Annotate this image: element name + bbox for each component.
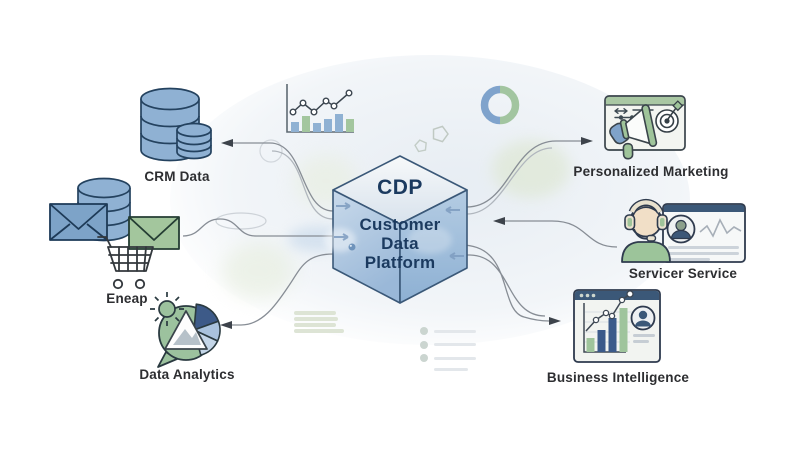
label-eneap: Eneap	[106, 291, 148, 306]
pentagon-icon	[414, 125, 449, 153]
cube-name: Customer Data Platform	[335, 215, 465, 272]
mini-chart-markers	[289, 89, 353, 116]
text-lines	[668, 246, 739, 261]
mini-bar-chart-icon	[286, 84, 354, 133]
label-servicer-service: Servicer Service	[628, 266, 738, 281]
marketing-window-icon	[604, 95, 686, 160]
window-dots	[579, 293, 596, 298]
cube-acronym: CDP	[377, 176, 423, 199]
label-data-analytics: Data Analytics	[139, 367, 235, 382]
cube-name-line1: Customer	[359, 215, 441, 234]
placeholder-bullet-list	[420, 327, 476, 371]
bi-window-icon	[573, 289, 661, 363]
headset-icon	[630, 200, 662, 213]
trend-markers	[592, 290, 634, 324]
label-personalized-marketing: Personalized Marketing	[573, 164, 729, 179]
connectors	[182, 137, 618, 329]
mountain-glyph	[173, 329, 201, 345]
cube-name-line3: Platform	[364, 253, 436, 272]
avatar-icon	[630, 305, 656, 331]
email-icon	[49, 203, 108, 241]
window-title-bar	[605, 96, 685, 105]
connector-into-cube	[458, 254, 546, 317]
email-icon-green	[128, 216, 180, 250]
service-cluster	[621, 198, 746, 263]
eneap-cluster	[49, 177, 180, 290]
connector-from-eneap	[182, 218, 333, 237]
avatar-icon	[666, 214, 696, 244]
connector-from-service	[505, 220, 618, 248]
support-agent-icon	[621, 198, 671, 263]
mini-chart-bars	[291, 114, 354, 132]
crm-database-icon	[140, 87, 212, 162]
sun-icon	[150, 292, 184, 326]
connector-echo	[271, 150, 334, 220]
line-chart-glyph	[699, 218, 742, 238]
connector-to-crm	[233, 142, 334, 212]
bar-chart-icon	[586, 308, 628, 352]
window-title-bar	[663, 204, 745, 212]
connector-to-analytics	[232, 253, 334, 326]
label-business-intelligence: Business Intelligence	[546, 370, 690, 385]
arrowhead-left-analytics	[220, 321, 232, 329]
background-blob-green	[222, 243, 294, 299]
agent-window-icon	[662, 203, 746, 263]
arrowhead-left-service	[493, 217, 505, 225]
connector-to-bi	[460, 244, 550, 322]
arrowhead-right-bi	[549, 317, 561, 325]
analytics-pie-speech-icon	[150, 292, 221, 368]
cube-inner-arrows	[334, 202, 464, 260]
label-crm-data: CRM Data	[144, 169, 210, 184]
placeholder-paragraph-lines	[294, 311, 344, 335]
arrowhead-right-marketing	[581, 137, 593, 145]
window-title-bar	[574, 290, 660, 300]
arrowhead-left-crm	[221, 139, 233, 147]
progress-ring-icon	[480, 85, 520, 125]
target-icon	[655, 100, 684, 133]
decorative-shapes	[215, 125, 449, 230]
database-icon-small	[176, 122, 212, 160]
cube-name-line2: Data	[381, 234, 419, 253]
connector-to-marketing	[466, 140, 581, 208]
shopping-cart-icon	[97, 236, 154, 290]
cdp-cube	[324, 155, 468, 304]
text-lines	[633, 334, 655, 343]
megaphone-icon	[609, 104, 658, 160]
connector-echo	[466, 147, 553, 215]
